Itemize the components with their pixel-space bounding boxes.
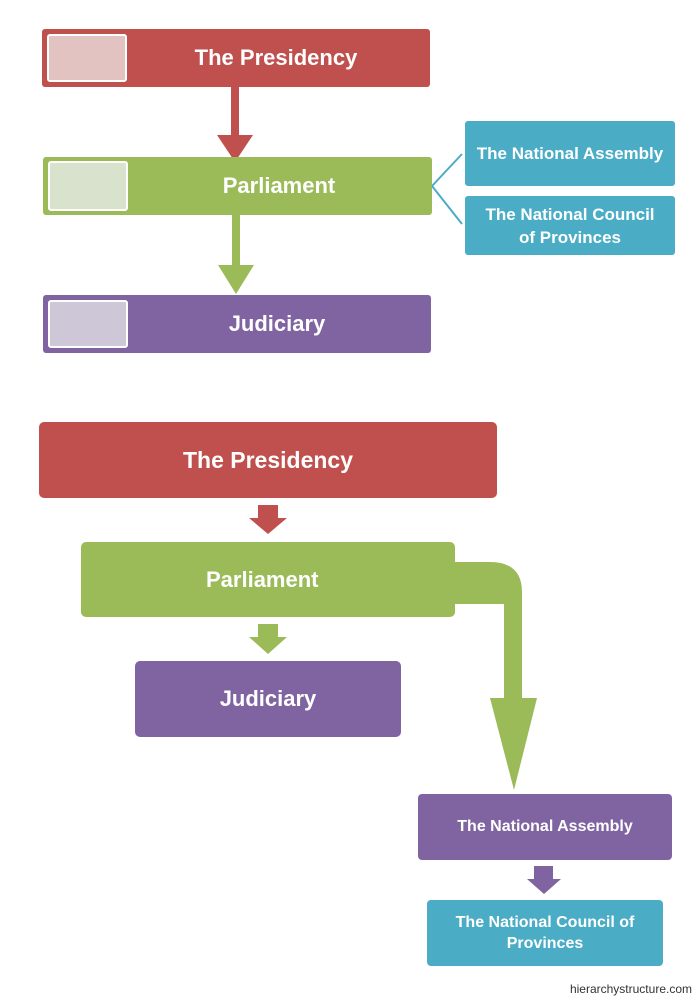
top-parliament-box: Parliament <box>43 157 432 215</box>
top-judiciary-thumbnail <box>48 300 128 348</box>
bottom-national-assembly-label: The National Assembly <box>457 818 633 835</box>
bottom-parliament-label: Parliament <box>206 566 319 592</box>
connector-parliament-children <box>431 153 463 225</box>
arrow-b-parliament-to-judiciary <box>249 624 287 654</box>
bottom-national-assembly-box: The National Assembly <box>418 794 672 860</box>
top-ncop-label-line1: The National Council <box>485 204 655 224</box>
bottom-presidency-label: The Presidency <box>182 446 354 473</box>
top-national-assembly-box: The National Assembly <box>465 121 675 186</box>
top-ncop-label-line2: of Provinces <box>518 227 622 247</box>
bottom-ncop-label-line1: The National Council of <box>455 914 635 931</box>
top-presidency-label: The Presidency <box>194 45 358 70</box>
bottom-ncop-label-line2: Provinces <box>506 935 584 952</box>
watermark: hierarchystructure.com <box>569 982 692 996</box>
arrow-b-parliament-to-assembly <box>455 562 537 790</box>
top-presidency-box: The Presidency <box>42 29 430 87</box>
bottom-judiciary-label: Judiciary <box>219 686 317 711</box>
arrow-b-assembly-to-ncop <box>527 866 561 894</box>
top-ncop-box: The National Council of Provinces <box>465 196 675 255</box>
arrow-b-presidency-to-parliament <box>249 505 287 534</box>
bottom-ncop-box: The National Council of Provinces <box>427 900 663 966</box>
top-parliament-label: Parliament <box>222 173 336 198</box>
top-parliament-thumbnail <box>48 161 128 211</box>
top-judiciary-box: Judiciary <box>43 295 431 353</box>
bottom-parliament-box: Parliament <box>81 542 455 617</box>
top-judiciary-label: Judiciary <box>228 311 326 336</box>
bottom-presidency-box: The Presidency <box>39 422 497 498</box>
top-presidency-thumbnail <box>47 34 127 82</box>
bottom-judiciary-box: Judiciary <box>135 661 401 737</box>
top-national-assembly-label: The National Assembly <box>476 143 664 163</box>
arrow-parliament-to-judiciary <box>218 215 254 294</box>
arrow-presidency-to-parliament <box>217 87 253 162</box>
